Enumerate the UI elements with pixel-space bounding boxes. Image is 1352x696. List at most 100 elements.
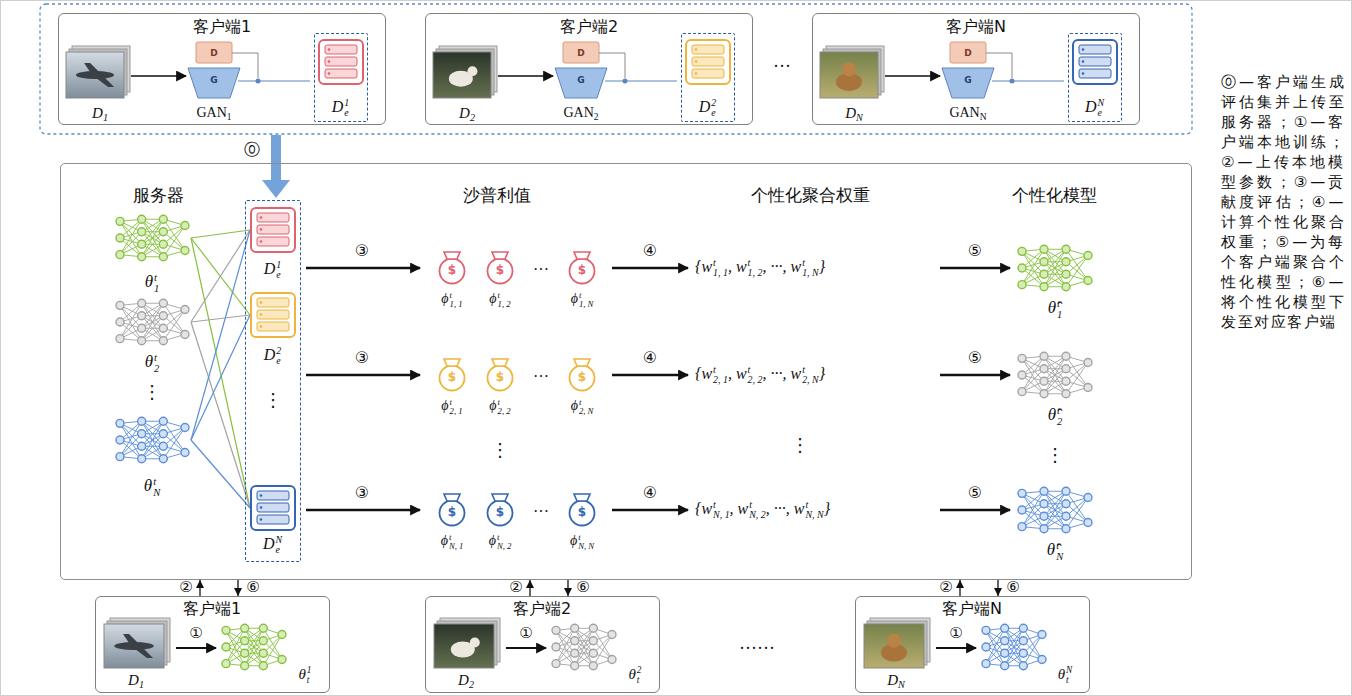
callout-number: ④ bbox=[643, 349, 657, 367]
money-bag bbox=[488, 494, 513, 526]
gan-link bbox=[599, 53, 625, 78]
eval-set-column: De1De2DeN bbox=[245, 200, 301, 562]
dataset-dot bbox=[260, 240, 263, 243]
superscript: 1 bbox=[307, 666, 312, 676]
script-stack: N, Nt bbox=[805, 500, 823, 521]
text-run: D bbox=[263, 534, 275, 551]
dataset-bar bbox=[325, 57, 357, 66]
neuron bbox=[1018, 489, 1026, 497]
dataset-dot bbox=[695, 48, 698, 51]
text-run: } bbox=[824, 500, 830, 517]
dog-head bbox=[467, 66, 477, 76]
superscript: t bbox=[713, 365, 728, 375]
gan-link bbox=[986, 53, 1012, 78]
arrow bbox=[940, 374, 1010, 377]
neuron bbox=[116, 453, 124, 461]
neuron bbox=[116, 419, 124, 427]
arrow bbox=[131, 75, 186, 76]
ellipsis: ··· bbox=[533, 261, 549, 279]
subscript: 2 bbox=[469, 679, 474, 690]
icon-letter: G bbox=[577, 75, 584, 85]
generator bbox=[188, 68, 240, 98]
subscript: e bbox=[276, 356, 281, 366]
dataset-frame bbox=[686, 40, 730, 84]
neuron bbox=[1084, 252, 1092, 260]
neuron bbox=[159, 253, 167, 261]
neuron bbox=[1084, 277, 1092, 285]
arrow bbox=[885, 75, 940, 76]
eval-set-box: DeN bbox=[1068, 33, 1122, 122]
neuron bbox=[181, 306, 189, 314]
subscript: 1 bbox=[154, 283, 159, 294]
dataset-label: DN bbox=[845, 105, 863, 124]
neuron bbox=[552, 660, 560, 668]
neuron bbox=[571, 662, 579, 670]
neuron bbox=[1018, 281, 1026, 289]
subscript: 2 bbox=[1057, 416, 1062, 427]
bag-neck bbox=[574, 359, 590, 366]
superscript: t bbox=[1057, 405, 1062, 416]
superscript: t bbox=[450, 291, 463, 300]
script-stack: Nt bbox=[153, 476, 160, 498]
script-stack: Nt bbox=[1056, 540, 1063, 562]
subscript: t bbox=[307, 676, 312, 686]
dataset-frame bbox=[251, 208, 295, 252]
callout-number: ④ bbox=[643, 242, 657, 260]
subscript: 2 bbox=[154, 363, 159, 374]
neuron bbox=[571, 649, 579, 657]
neuron bbox=[1040, 377, 1048, 385]
neuron bbox=[1018, 388, 1026, 396]
shapley-value: ϕ1, 2t bbox=[489, 291, 510, 309]
node-text: De1 bbox=[264, 259, 282, 280]
gan-output bbox=[992, 80, 1064, 81]
neuron bbox=[278, 631, 286, 639]
bag-neck bbox=[492, 252, 508, 259]
neuron bbox=[159, 455, 167, 463]
neuron bbox=[159, 442, 167, 450]
ellipsis: ⋮ bbox=[491, 440, 509, 461]
network-link bbox=[245, 628, 264, 666]
network-link bbox=[245, 628, 264, 666]
callout-number: ⓪ bbox=[244, 141, 260, 159]
subscript: e bbox=[344, 108, 349, 118]
dataset-dot bbox=[260, 216, 263, 219]
text-run: {w bbox=[695, 500, 712, 517]
subscript: 1, 2 bbox=[748, 268, 763, 278]
money-bag bbox=[570, 252, 595, 284]
dataset-icon bbox=[251, 293, 295, 337]
neuron bbox=[1062, 390, 1070, 398]
neuron bbox=[278, 656, 286, 664]
weight-set: {w1, 1t, w1, 2t, ···, w1, Nt} bbox=[695, 258, 825, 279]
neuron bbox=[589, 649, 597, 657]
ellipsis: ⋮ bbox=[1046, 445, 1064, 466]
neuron bbox=[138, 324, 146, 332]
icon-letter: G bbox=[964, 75, 971, 85]
dataset-dot bbox=[328, 60, 331, 63]
network-link bbox=[575, 628, 594, 666]
neuron bbox=[1040, 500, 1048, 508]
node-text: De2 bbox=[264, 345, 282, 366]
neuron bbox=[1040, 283, 1048, 291]
dataset-dot bbox=[695, 72, 698, 75]
text-run: {w bbox=[695, 258, 712, 275]
neuron bbox=[1062, 270, 1070, 278]
superscript: t bbox=[802, 365, 819, 375]
node-text: 客户端2 bbox=[513, 600, 571, 618]
eval-link bbox=[191, 230, 250, 440]
model-label: θ1t bbox=[145, 272, 160, 294]
subscript: 2 bbox=[470, 112, 475, 123]
script-stack: 1, 2t bbox=[498, 291, 511, 309]
neuron bbox=[138, 442, 146, 450]
script-stack: 1, Nt bbox=[802, 258, 819, 279]
text-run: GAN bbox=[196, 105, 226, 120]
script-stack: N, Nt bbox=[578, 533, 594, 551]
script-stack: N, 1t bbox=[713, 500, 730, 521]
server-box: 服务器De1De2DeN bbox=[60, 163, 1192, 580]
text-run: ϕ bbox=[571, 398, 578, 413]
neuron bbox=[1084, 519, 1092, 527]
neuron bbox=[138, 228, 146, 236]
neuron bbox=[159, 299, 167, 307]
model-label: θtN bbox=[1058, 666, 1073, 686]
